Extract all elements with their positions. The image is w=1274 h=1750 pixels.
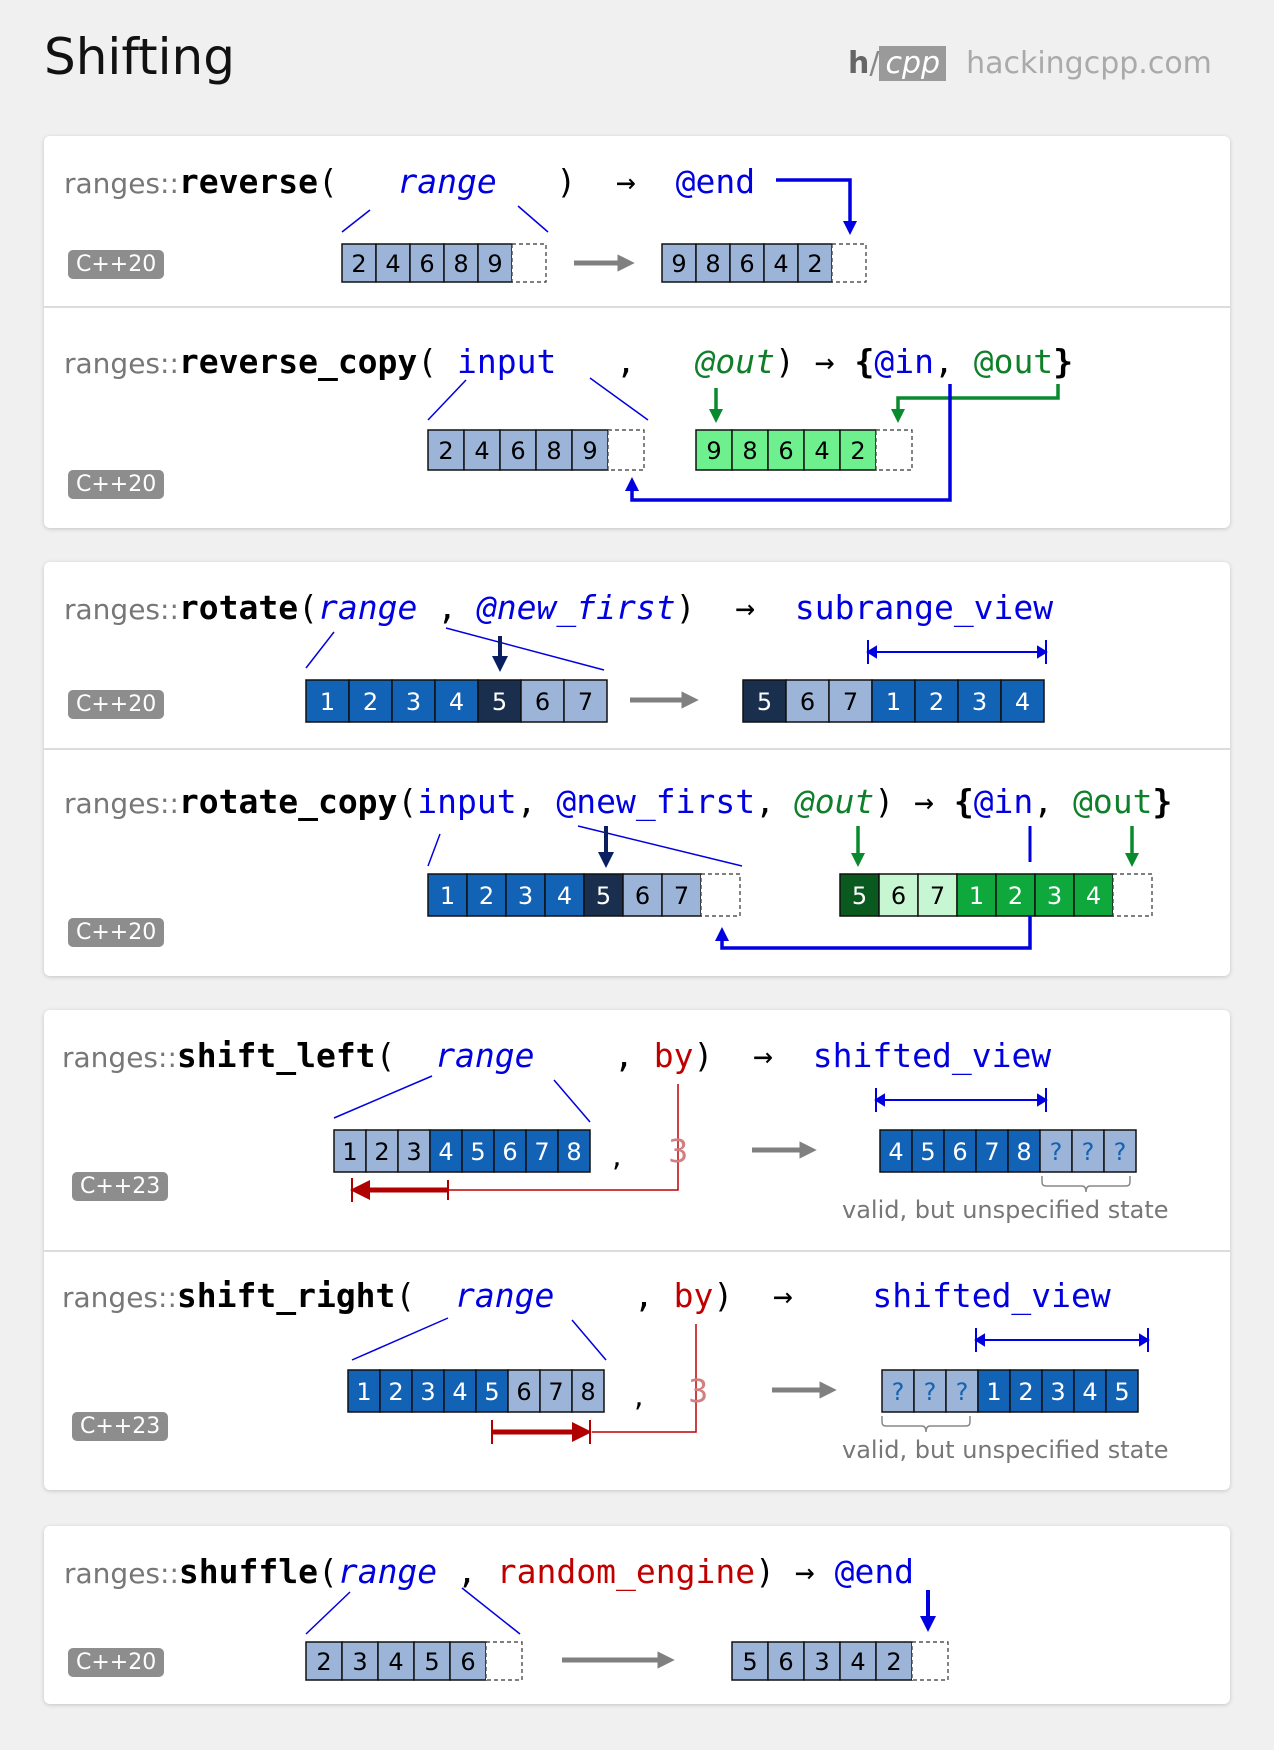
signature-reverse-copy: ranges::reverse_copy( input , @out) → {@… [64,342,1073,381]
comma: , [614,1036,634,1075]
paren: ( [417,342,438,381]
param-range: range [435,1036,535,1075]
paren: ) [675,588,696,627]
return-arrow: → [794,1552,815,1591]
return-arrow: → [773,1276,793,1315]
brace: { [854,342,875,381]
paren: ( [317,162,338,201]
return-out: @out [973,342,1054,381]
cpp-version-badge: C++20 [68,690,165,719]
signature-rotate-copy: ranges::rotate_copy(input, @new_first, @… [64,782,1172,821]
return-arrow: → [914,782,934,821]
signature-rotate: ranges::rotate(range , @new_first) → sub… [64,588,1053,627]
param-input: input [417,782,517,821]
namespace-label: ranges:: [64,593,179,626]
param-input: input [457,342,557,381]
paren: ( [395,1276,416,1315]
function-name: shift_left [176,1036,376,1075]
brace: { [953,782,974,821]
comma: , [933,342,954,381]
function-name: rotate [178,588,299,627]
page-title: Shifting [44,28,235,86]
param-engine: random_engine [496,1552,756,1591]
param-new-first: @new_first [476,588,676,627]
return-value: shifted_view [812,1036,1052,1075]
signature-shift-left: ranges::shift_left( range , by) → shifte… [62,1036,1051,1075]
namespace-label: ranges:: [62,1281,177,1314]
paren: ) [693,1036,714,1075]
cpp-version-badge: C++20 [68,1648,165,1677]
panel-shuffle [44,1526,1230,1704]
param-range: range [455,1276,555,1315]
cpp-version-badge: C++20 [68,250,165,279]
namespace-label: ranges:: [62,1041,177,1074]
comma: , [1033,782,1054,821]
signature-shuffle: ranges::shuffle(range , random_engine) →… [64,1552,914,1591]
cpp-version-badge: C++23 [72,1412,169,1441]
return-value: subrange_view [794,588,1054,627]
param-by: by [673,1276,714,1315]
comma: , [755,782,775,821]
param-by: by [653,1036,694,1075]
return-arrow: → [616,162,636,201]
divider [44,306,1230,308]
divider [44,748,1230,750]
param-range: range [337,1552,438,1591]
function-name: shift_right [176,1276,396,1315]
paren: ) [874,782,895,821]
unspecified-state-note: valid, but unspecified state [842,1196,1169,1224]
comma: , [633,1276,654,1315]
function-name: shuffle [178,1552,318,1591]
signature-reverse: ranges::reverse( range ) → @end [64,162,755,201]
return-out: @out [1073,782,1153,821]
paren: ( [317,1552,338,1591]
return-arrow: → [735,588,756,627]
logo-site: hackingcpp.com [966,46,1212,81]
paren: ( [397,782,418,821]
paren: ( [375,1036,396,1075]
return-value: shifted_view [872,1276,1111,1315]
brace: } [1152,782,1173,821]
logo-cpp: cpp [879,46,947,81]
comma: , [457,1552,477,1591]
param-out: @out [695,342,775,381]
logo-h: h [848,46,870,81]
return-value: @end [675,162,756,201]
divider [44,1250,1230,1252]
return-arrow: → [753,1036,774,1075]
namespace-label: ranges:: [64,1557,179,1590]
param-new-first: @new_first [556,782,756,821]
unspecified-state-note: valid, but unspecified state [842,1436,1169,1464]
function-name: rotate_copy [178,782,398,821]
cpp-version-badge: C++20 [68,470,165,499]
cpp-version-badge: C++23 [72,1172,169,1201]
paren: ) [556,162,577,201]
function-name: reverse_copy [178,342,418,381]
namespace-label: ranges:: [64,167,179,200]
function-name: reverse [178,162,318,201]
cpp-version-badge: C++20 [68,918,165,947]
paren: ( [298,588,318,627]
return-arrow: → [814,342,835,381]
comma: , [437,588,458,627]
paren: ) [755,1552,775,1591]
namespace-label: ranges:: [64,787,179,820]
paren: ) [774,342,795,381]
comma: , [616,342,636,381]
panel-shift [44,1010,1230,1490]
return-value: @end [834,1552,915,1591]
param-out: @out [794,782,875,821]
param-range: range [397,162,497,201]
comma: , [516,782,537,821]
param-range: range [317,588,418,627]
return-in: @in [874,342,934,381]
signature-shift-right: ranges::shift_right( range , by) → shift… [62,1276,1111,1315]
brace: } [1053,342,1074,381]
namespace-label: ranges:: [64,347,179,380]
paren: ) [713,1276,734,1315]
return-in: @in [973,782,1034,821]
